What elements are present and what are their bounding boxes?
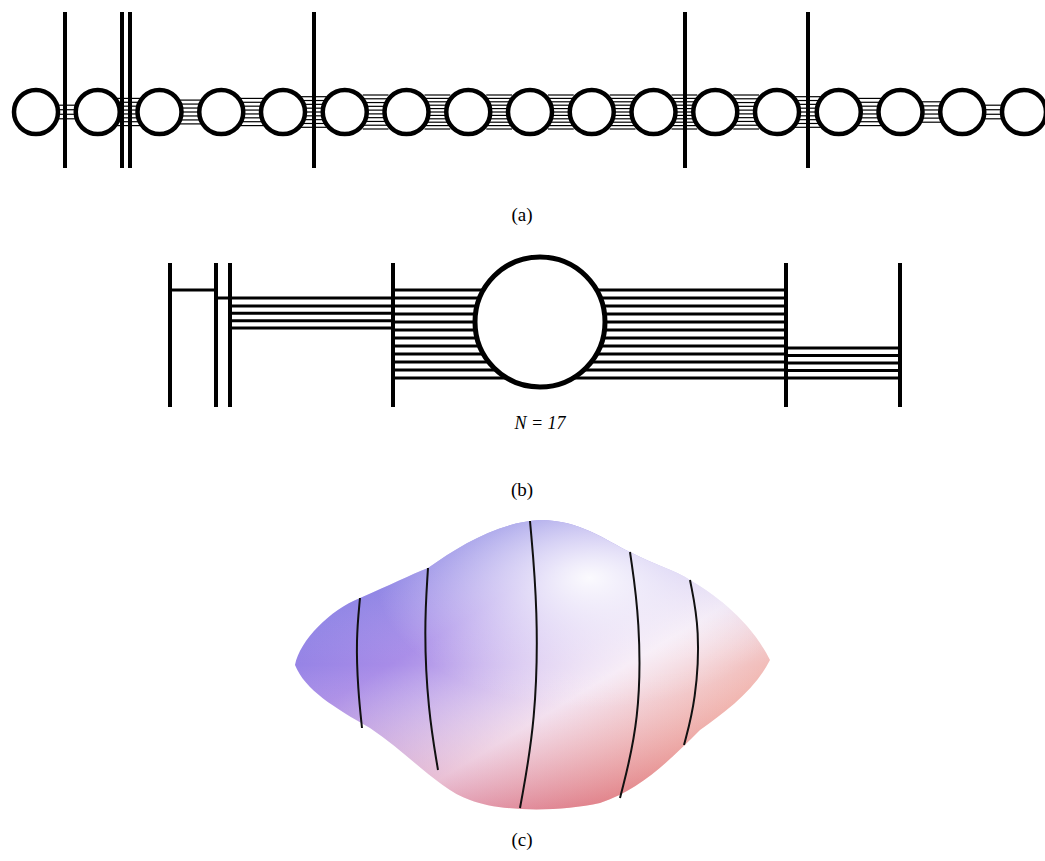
d3-brane: [610, 128, 636, 129]
d3-brane: [425, 94, 451, 95]
brane-curve: [357, 598, 362, 728]
d3-brane: [486, 94, 512, 95]
d3-brane: [786, 377, 900, 380]
d3-brane: [786, 347, 900, 350]
d5-brane: [391, 263, 395, 407]
panel-label: (b): [511, 479, 533, 501]
d3-brane: [239, 98, 265, 99]
panel-label: (c): [511, 829, 532, 851]
d3-brane: [548, 94, 574, 95]
d3-brane: [363, 94, 389, 95]
rank-label: N = 17: [514, 413, 565, 434]
d3-brane: [610, 94, 636, 95]
d3-brane: [786, 362, 900, 365]
d3-brane: [425, 128, 451, 129]
d3-brane: [425, 125, 451, 126]
d3-brane: [548, 98, 574, 99]
d3-brane: [230, 312, 393, 315]
ns5-circle: [693, 90, 737, 134]
brane-curve: [520, 521, 537, 808]
d3-brane: [239, 125, 265, 126]
d3-brane: [363, 125, 389, 126]
d3-brane: [216, 297, 393, 300]
d3-brane: [170, 289, 216, 292]
d5-brane: [228, 263, 232, 407]
d3-brane: [733, 128, 759, 129]
d3-brane: [363, 98, 389, 99]
d3-brane: [548, 125, 574, 126]
d5-brane: [312, 12, 316, 168]
ns5-circle: [1002, 90, 1045, 134]
d3-brane: [230, 305, 393, 308]
d3-brane: [560, 377, 786, 380]
d3-brane: [560, 369, 786, 372]
d3-brane: [548, 128, 574, 129]
d5-brane: [120, 12, 124, 168]
d3-brane: [857, 98, 883, 99]
d3-brane: [610, 98, 636, 99]
d3-brane: [786, 369, 900, 372]
d3-brane: [857, 125, 883, 126]
d5-brane: [128, 12, 132, 168]
deformed-sphere: [295, 520, 770, 809]
ns5-circle: [817, 90, 861, 134]
d5-brane: [898, 263, 902, 407]
brane-curve: [425, 568, 438, 770]
d3-brane: [610, 125, 636, 126]
ns5-circle: [385, 90, 429, 134]
d3-brane: [733, 94, 759, 95]
d5-brane: [214, 263, 218, 407]
ns5-circle: [632, 90, 676, 134]
ns5-circle: [323, 90, 367, 134]
ns5-circle: [508, 90, 552, 134]
ns5-circle: [940, 90, 984, 134]
d3-brane: [733, 98, 759, 99]
d3-brane: [486, 125, 512, 126]
d5-brane: [63, 12, 67, 168]
brane-curve: [620, 552, 639, 798]
d3-brane: [178, 99, 204, 100]
ns5-circle: [755, 90, 799, 134]
brane-curve: [684, 580, 698, 745]
d3-brane: [486, 128, 512, 129]
d5-brane: [784, 263, 788, 407]
d3-brane: [178, 123, 204, 124]
ns5-circle: [446, 90, 490, 134]
ns5-circle: [475, 257, 605, 387]
ns5-circle: [199, 90, 243, 134]
ns5-circle: [261, 90, 305, 134]
ns5-circle: [14, 90, 58, 134]
d5-brane: [168, 263, 172, 407]
d3-brane: [230, 327, 393, 330]
d3-brane: [230, 319, 393, 322]
d3-brane: [425, 98, 451, 99]
ns5-circle: [76, 90, 120, 134]
ns5-circle: [138, 90, 182, 134]
panel-label: (a): [511, 204, 532, 226]
deformed-sphere: [295, 520, 770, 809]
ns5-circle: [570, 90, 614, 134]
deformed-sphere: [295, 520, 770, 809]
ns5-circle: [879, 90, 923, 134]
d5-brane: [683, 12, 687, 168]
d3-brane: [363, 128, 389, 129]
d5-brane: [806, 12, 810, 168]
d3-brane: [786, 354, 900, 357]
d3-brane: [486, 98, 512, 99]
d3-brane: [733, 125, 759, 126]
